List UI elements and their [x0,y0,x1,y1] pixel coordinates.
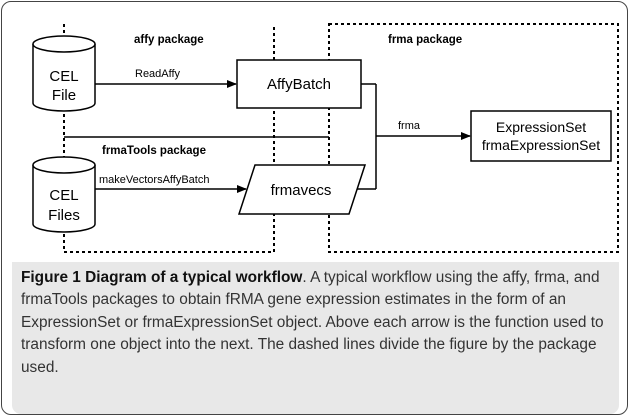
caption-title: Figure 1 Diagram of a typical workflow [21,269,303,286]
affy-package-boundary [63,24,275,253]
affy-package-label: affy package [134,34,204,46]
readaffy-label: ReadAffy [135,68,181,80]
figure-caption: Figure 1 Diagram of a typical workflow. … [12,262,619,414]
cel-file-label-line2: File [52,87,76,104]
caption-body: . A typical workflow using the affy, frm… [21,269,604,376]
cel-file-label-line1: CEL [49,68,78,85]
frmatools-package-label: frmaTools package [102,145,206,157]
expressionset-label-line1: ExpressionSet [496,119,586,135]
figure-panel: affy package frma package frmaTools pack… [1,1,628,415]
cel-files-label-line2: Files [48,207,80,224]
frmavecs-label: frmavecs [271,182,332,199]
frma-package-label: frma package [388,34,462,46]
expressionset-label-line2: frmaExpressionSet [482,137,600,153]
cel-files-node: CEL Files [32,156,96,233]
makevectors-label: makeVectorsAffyBatch [99,174,209,186]
frma-label: frma [398,120,421,132]
expressionset-node: ExpressionSet frmaExpressionSet [470,110,612,162]
cel-file-node: CEL File [32,35,96,112]
affybatch-node: AffyBatch [236,59,362,109]
frmavecs-node: frmavecs [237,164,367,215]
workflow-diagram: affy package frma package frmaTools pack… [32,23,619,253]
cel-files-label-line1: CEL [49,187,78,204]
frma-package-boundary [328,23,619,253]
affybatch-label: AffyBatch [267,76,331,93]
